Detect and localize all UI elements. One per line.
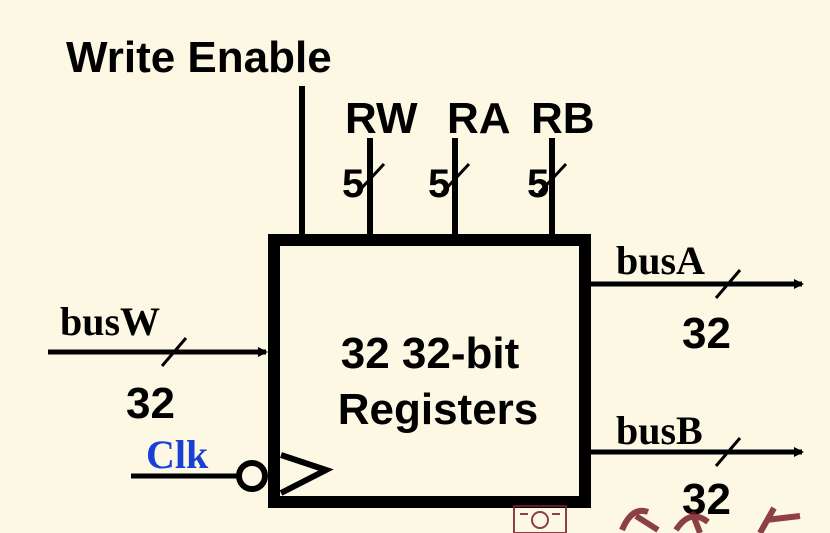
register-file-box	[268, 234, 591, 508]
ra-label: RA	[447, 94, 511, 143]
busa-width-slash	[714, 269, 742, 299]
busa-width-label: 32	[682, 309, 731, 358]
ra-width-label: 5	[428, 162, 450, 206]
watermark-logo	[513, 505, 801, 533]
rw-width-slash	[355, 162, 386, 195]
busb-width-slash	[714, 437, 742, 467]
clk-inversion-bubble	[236, 460, 268, 492]
busb-label: busB	[616, 408, 703, 453]
clock-input-triangle	[279, 452, 334, 496]
busw-width-label: 32	[126, 379, 175, 428]
rb-width-slash	[537, 162, 568, 195]
write-enable-label: Write Enable	[66, 33, 332, 82]
rw-label: RW	[345, 94, 418, 143]
busw-label: busW	[60, 299, 160, 344]
ra-width-slash	[440, 162, 471, 195]
clk-label: Clk	[146, 432, 209, 477]
rw-width-label: 5	[342, 162, 364, 206]
rb-width-label: 5	[527, 162, 549, 206]
rb-label: RB	[531, 94, 595, 143]
busw-width-slash	[160, 337, 188, 367]
busa-label: busA	[616, 238, 705, 283]
register-file-label-line2: Registers	[338, 385, 539, 434]
register-file-label-line1: 32 32-bit	[341, 329, 520, 378]
